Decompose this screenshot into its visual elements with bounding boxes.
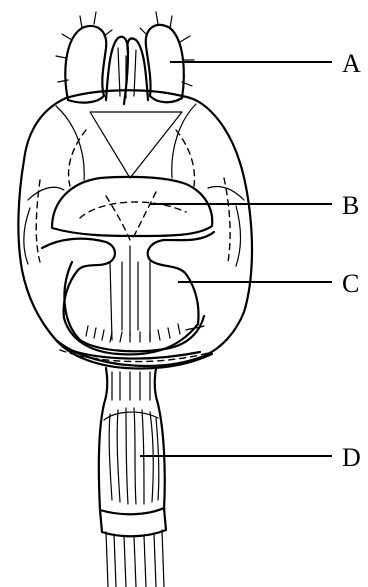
- triangle-plate: [90, 112, 182, 178]
- central-prong-left: [106, 37, 128, 104]
- disc-outline: [52, 177, 212, 236]
- inner-ring: [42, 232, 214, 354]
- bristles-right: [140, 12, 194, 86]
- label-c: C: [342, 269, 359, 298]
- label-a: A: [342, 49, 361, 78]
- labels: A B C D: [342, 49, 361, 472]
- neck: [104, 368, 158, 404]
- label-b: B: [342, 191, 359, 220]
- lower-tube: [99, 404, 166, 587]
- left-hook: [42, 239, 115, 318]
- ring-teeth: [86, 324, 180, 342]
- leader-lines: [140, 62, 332, 456]
- central-disc: [52, 177, 212, 240]
- tube-fibres: [106, 530, 164, 587]
- label-d: D: [342, 443, 361, 472]
- tube-collar: [100, 508, 166, 536]
- right-hook: [148, 232, 214, 324]
